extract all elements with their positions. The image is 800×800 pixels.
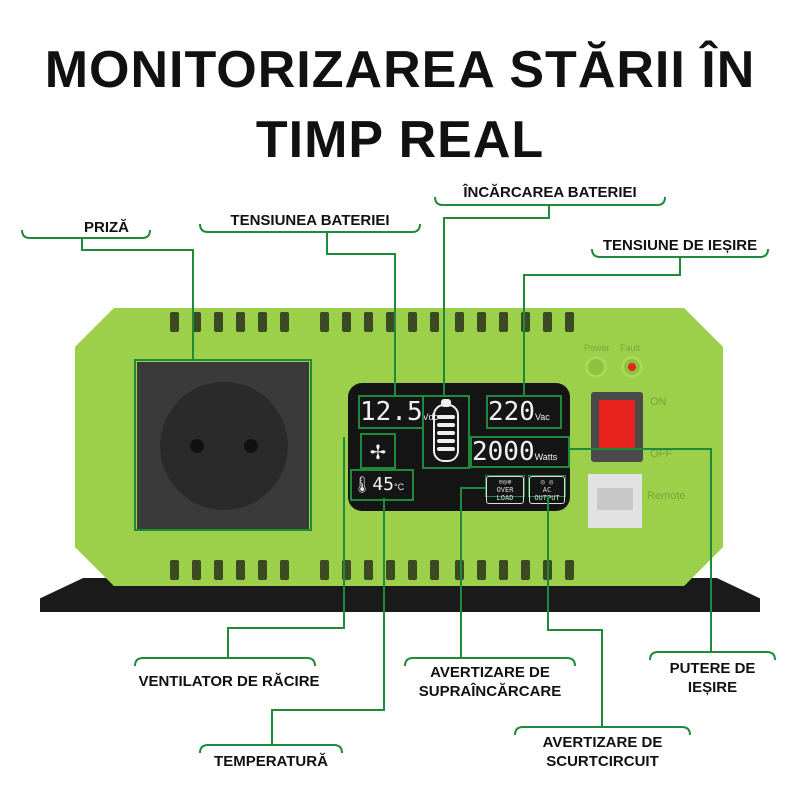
fault-led — [621, 356, 643, 378]
vent-slot — [320, 312, 329, 332]
vent-slot — [258, 312, 267, 332]
vent-slot — [430, 312, 439, 332]
vent-slot — [455, 560, 464, 580]
power-switch[interactable] — [591, 392, 643, 462]
temperature-readout: 🌡45°C — [350, 469, 414, 501]
vent-slot — [386, 560, 395, 580]
vent-slot — [236, 560, 245, 580]
vent-slot — [214, 312, 223, 332]
power-led-label: Power — [584, 343, 610, 353]
label-socket: PRIZĂ — [84, 219, 129, 236]
label-battery-voltage: TENSIUNEA BATERIEI — [230, 212, 390, 229]
vent-slot — [280, 560, 289, 580]
vent-slot — [170, 560, 179, 580]
output-voltage-readout: 220Vac — [486, 395, 562, 429]
title-line-2: TIMP REAL — [255, 111, 545, 169]
fan-icon: ✢ — [360, 433, 396, 469]
title-line-1: MONITORIZAREA STĂRII ÎN — [44, 41, 756, 99]
remote-label: Remote — [647, 490, 686, 502]
vent-slot — [521, 560, 530, 580]
vent-slot — [521, 312, 530, 332]
label-temperature: TEMPERATURĂ — [214, 753, 328, 770]
socket-face — [160, 382, 288, 510]
vent-slot — [236, 312, 245, 332]
vent-slot — [214, 560, 223, 580]
ac-output-icons: ◎ ◎ — [540, 478, 554, 486]
label-cooling-fan: VENTILATOR DE RĂCIRE — [138, 673, 320, 690]
vent-slot — [320, 560, 329, 580]
vent-slot — [192, 312, 201, 332]
vent-slot — [430, 560, 439, 580]
vent-slot — [565, 560, 574, 580]
switch-on-label: ON — [650, 396, 667, 408]
vent-slot — [342, 560, 351, 580]
label-output-voltage: TENSIUNE DE IEȘIRE — [602, 237, 758, 254]
switch-off-label: OFF — [650, 448, 672, 460]
fault-led-label: Fault — [620, 343, 641, 353]
power-led — [585, 356, 607, 378]
ac-output-text: AC OUTPUT — [534, 486, 560, 502]
battery-charge-icon — [422, 395, 470, 469]
vent-slot — [364, 312, 373, 332]
overload-text: OVER LOAD — [496, 486, 514, 502]
overload-indicator: ⊖◎⊗OVER LOAD — [485, 475, 525, 504]
battery-voltage-readout: 12.5Vdc — [358, 395, 439, 429]
vent-slot — [455, 312, 464, 332]
vent-slot — [364, 560, 373, 580]
socket-pin — [190, 439, 204, 453]
vent-slot — [499, 560, 508, 580]
vent-slot — [342, 312, 351, 332]
vent-slot — [565, 312, 574, 332]
thermometer-icon: 🌡 — [352, 475, 373, 494]
vent-slot — [170, 312, 179, 332]
vent-slot — [408, 560, 417, 580]
vent-slot — [280, 312, 289, 332]
power-readout: 2000Watts — [470, 436, 570, 468]
vent-slot — [543, 312, 552, 332]
vent-slot — [408, 312, 417, 332]
vent-slot — [386, 312, 395, 332]
label-battery-charge: ÎNCĂRCAREA BATERIEI — [463, 184, 637, 201]
vent-slot — [258, 560, 267, 580]
remote-port[interactable] — [588, 474, 642, 528]
socket-pin — [244, 439, 258, 453]
vent-slot — [192, 560, 201, 580]
overload-icons: ⊖◎⊗ — [498, 478, 512, 486]
vent-slot — [499, 312, 508, 332]
vent-slot — [477, 560, 486, 580]
vent-slot — [477, 312, 486, 332]
